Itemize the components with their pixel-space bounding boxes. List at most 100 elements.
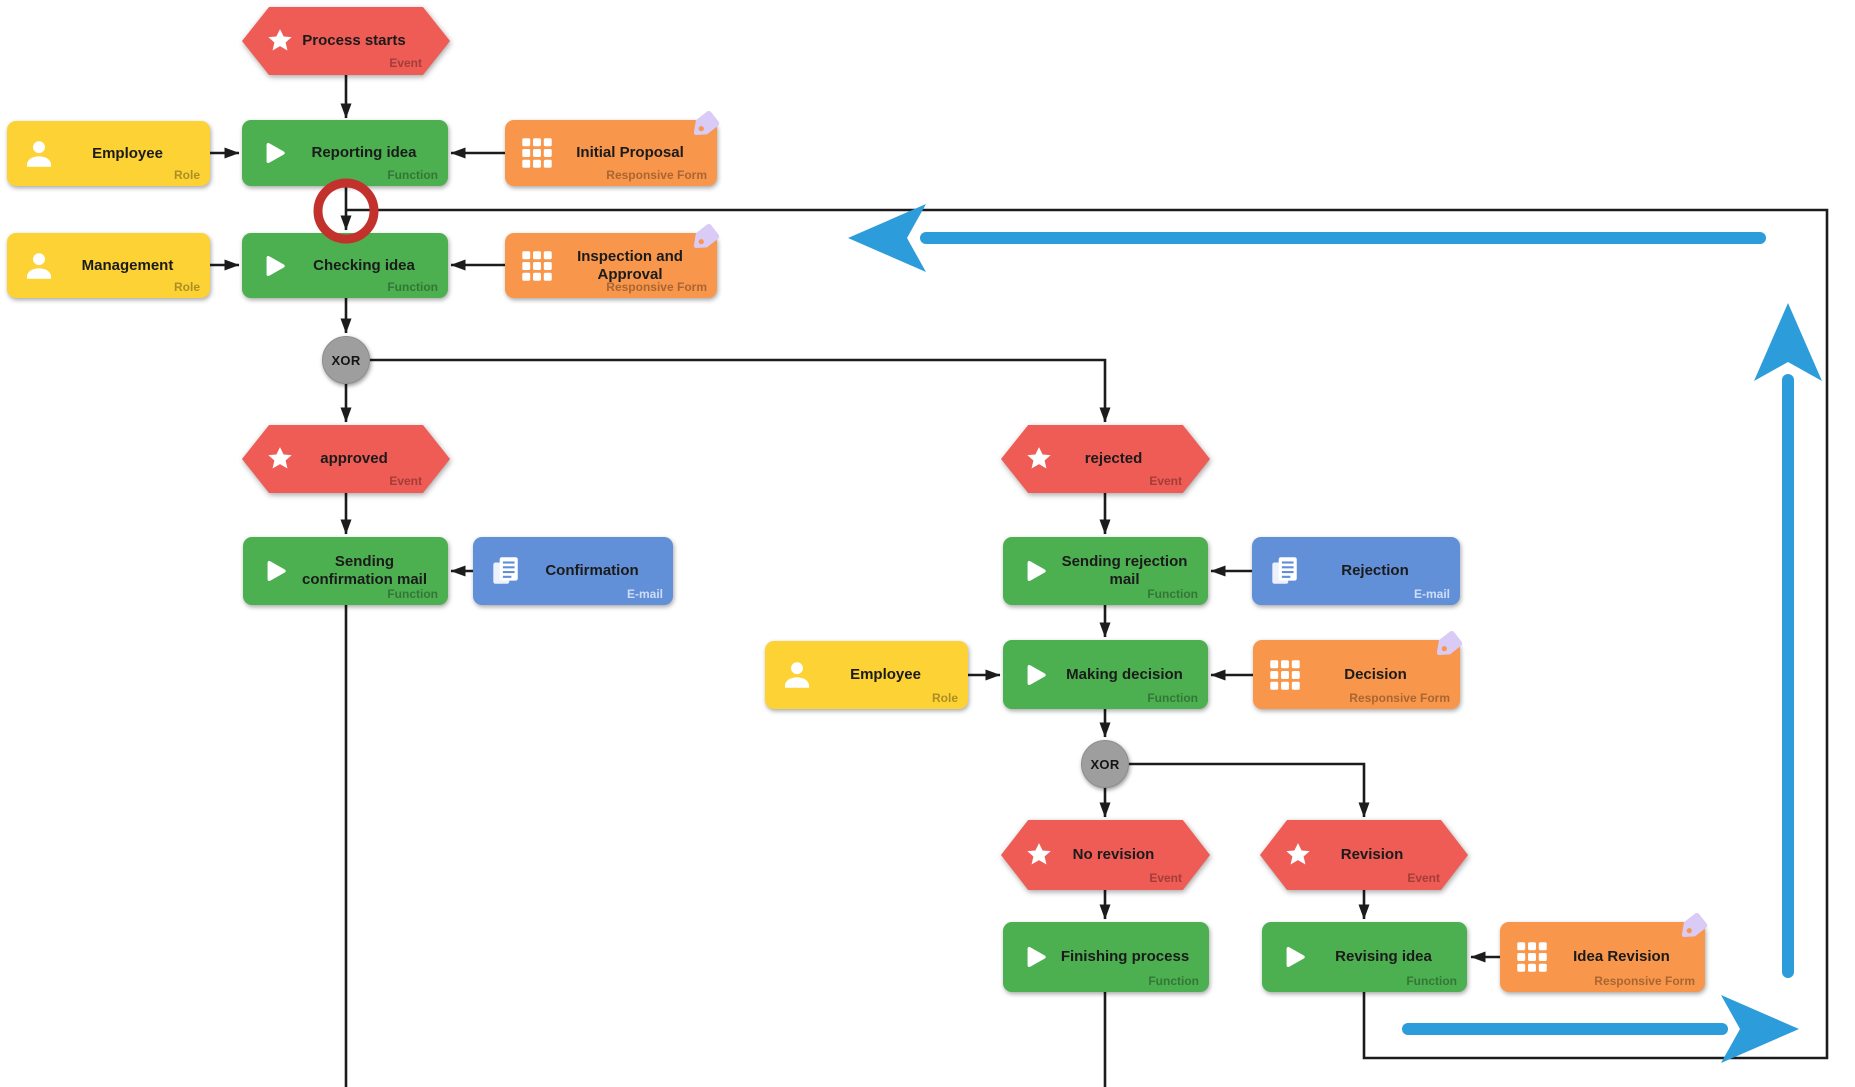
xor-connector-1[interactable]: XOR	[322, 336, 370, 384]
function-finishing-process[interactable]: Finishing process Function	[1003, 922, 1209, 992]
event-shape: approved Event	[242, 425, 450, 493]
node-label: Inspection and Approval	[577, 247, 683, 283]
form-inspection-approval[interactable]: Inspection and Approval Responsive Form	[505, 223, 720, 298]
tag-icon	[693, 110, 720, 135]
form-initial-proposal[interactable]: Initial Proposal Responsive Form	[505, 110, 720, 186]
grid-icon	[1268, 658, 1302, 692]
node-label: Sending confirmation mail	[301, 553, 428, 588]
node-label: Finishing process	[1060, 948, 1190, 965]
connector-xor1-rejected	[370, 358, 1111, 423]
node-type-label: Function	[387, 587, 438, 601]
node-type-label: Function	[387, 280, 438, 294]
star-icon	[266, 27, 294, 55]
node-label: Checking idea	[313, 256, 415, 274]
node-type-label: Function	[1406, 974, 1457, 988]
function-making-decision[interactable]: Making decision Function	[1003, 640, 1208, 709]
node-type-label: Role	[173, 280, 200, 294]
email-rejection[interactable]: Rejection E-mail	[1252, 537, 1460, 605]
star-icon	[266, 445, 294, 473]
event-shape: Process starts Event	[242, 7, 450, 75]
person-icon	[22, 249, 56, 283]
event-shape: No revision Event	[1001, 820, 1210, 890]
feedback-loop-line	[347, 208, 1829, 1060]
node-type-label: Role	[931, 691, 958, 705]
node-label: rejected	[1084, 450, 1143, 467]
node-type-label: Function	[1147, 587, 1198, 601]
play-icon	[1018, 554, 1052, 588]
event-shape: rejected Event	[1001, 425, 1210, 493]
node-label: Employee	[92, 144, 163, 162]
xor-connector-2[interactable]: XOR	[1081, 740, 1129, 788]
node-type-label: Role	[173, 168, 200, 182]
document-icon	[1267, 554, 1301, 588]
node-type-label: Function	[1147, 691, 1198, 705]
node-type-label: Responsive Form	[606, 280, 707, 294]
connector-xor2-revision	[1129, 762, 1370, 818]
event-shape: Revision Event	[1260, 820, 1468, 890]
star-icon	[1025, 841, 1053, 869]
form-idea-revision[interactable]: Idea Revision Responsive Form	[1500, 912, 1708, 992]
highlight-ring	[313, 178, 379, 244]
node-type-label: Function	[387, 168, 438, 182]
event-no-revision[interactable]: No revision Event	[1001, 820, 1210, 890]
node-type-label: Event	[389, 474, 422, 488]
role-management[interactable]: Management Role	[7, 233, 210, 298]
node-label: Rejection	[1341, 562, 1409, 579]
grid-icon	[520, 249, 554, 283]
function-reporting-idea[interactable]: Reporting idea Function	[242, 120, 448, 186]
node-label: Revising idea	[1335, 948, 1432, 965]
annotation-arrow-bottom-head	[1721, 995, 1799, 1063]
event-approved[interactable]: approved Event	[242, 425, 450, 493]
event-process-starts[interactable]: Process starts Event	[242, 7, 450, 75]
form-decision[interactable]: Decision Responsive Form	[1253, 630, 1463, 709]
node-label: Confirmation	[545, 562, 639, 579]
play-icon	[1277, 940, 1311, 974]
event-revision[interactable]: Revision Event	[1260, 820, 1468, 890]
node-type-label: Responsive Form	[606, 168, 707, 182]
node-label: Making decision	[1066, 665, 1183, 683]
tag-icon	[693, 223, 720, 248]
node-type-label: Responsive Form	[1594, 974, 1695, 988]
document-icon	[488, 554, 522, 588]
function-checking-idea[interactable]: Checking idea Function	[242, 233, 448, 298]
node-label: Sending rejection mail	[1061, 553, 1188, 588]
function-sending-rejection-mail[interactable]: Sending rejection mail Function	[1003, 537, 1208, 605]
function-sending-confirmation-mail[interactable]: Sending confirmation mail Function	[243, 537, 448, 605]
play-icon	[1018, 940, 1052, 974]
node-label: Process starts	[302, 32, 406, 49]
grid-icon	[1515, 940, 1549, 974]
xor-label: XOR	[331, 352, 361, 368]
tag-icon	[1436, 630, 1463, 655]
grid-icon	[520, 136, 554, 170]
email-confirmation[interactable]: Confirmation E-mail	[473, 537, 673, 605]
xor-label: XOR	[1090, 756, 1120, 772]
play-icon	[257, 249, 291, 283]
node-label: Revision	[1340, 846, 1404, 863]
node-label: Initial Proposal	[576, 144, 684, 161]
star-icon	[1025, 445, 1053, 473]
node-type-label: Function	[1148, 974, 1199, 988]
node-label: Employee	[850, 666, 921, 683]
annotation-arrow-right-head	[1754, 303, 1822, 381]
node-label: Reporting idea	[311, 144, 417, 161]
play-icon	[258, 554, 292, 588]
node-type-label: Event	[389, 56, 422, 70]
node-type-label: E-mail	[1413, 587, 1450, 601]
annotation-arrow-top-head	[848, 204, 926, 272]
role-employee-2[interactable]: Employee Role	[765, 641, 968, 709]
node-label: approved	[320, 450, 388, 467]
function-revising-idea[interactable]: Revising idea Function	[1262, 922, 1467, 992]
role-employee-1[interactable]: Employee Role	[7, 121, 210, 186]
person-icon	[780, 658, 814, 692]
event-rejected[interactable]: rejected Event	[1001, 425, 1210, 493]
tag-icon	[1681, 912, 1708, 937]
node-type-label: Event	[1149, 871, 1182, 885]
node-type-label: E-mail	[626, 587, 663, 601]
star-icon	[1284, 841, 1312, 869]
person-icon	[22, 137, 56, 171]
node-label: Decision	[1344, 665, 1407, 683]
node-label: Idea Revision	[1573, 948, 1670, 965]
